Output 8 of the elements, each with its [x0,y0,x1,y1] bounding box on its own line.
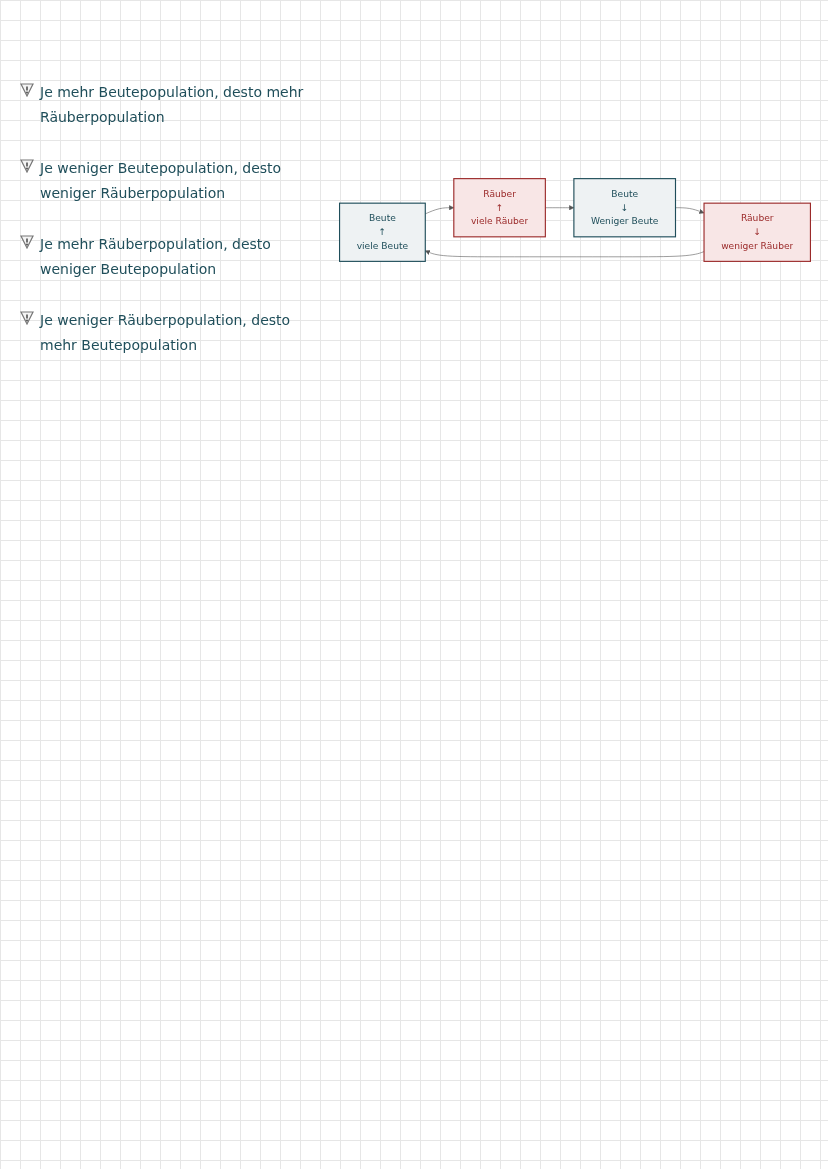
statement-text: Je mehr Räuberpopulation, desto weniger Beutepopulation [40,235,272,279]
statement-text: Je weniger Beutepopulation, desto weniger Räuberpopulation [40,159,283,203]
statement-text: Je mehr Beutepopulation, desto mehr Räuberpopulation [40,83,305,127]
node-box: Räuber ↑ viele Räuber [453,178,546,238]
node-box: Räuber ↓ weniger Räuber [703,202,811,262]
statement-text: Je weniger Räuberpopulation, desto mehr Beutepopulation [40,311,292,355]
node-box: Beute ↑ viele Beute [339,202,426,262]
node-box: Beute ↓ Weniger Beute [573,178,677,238]
